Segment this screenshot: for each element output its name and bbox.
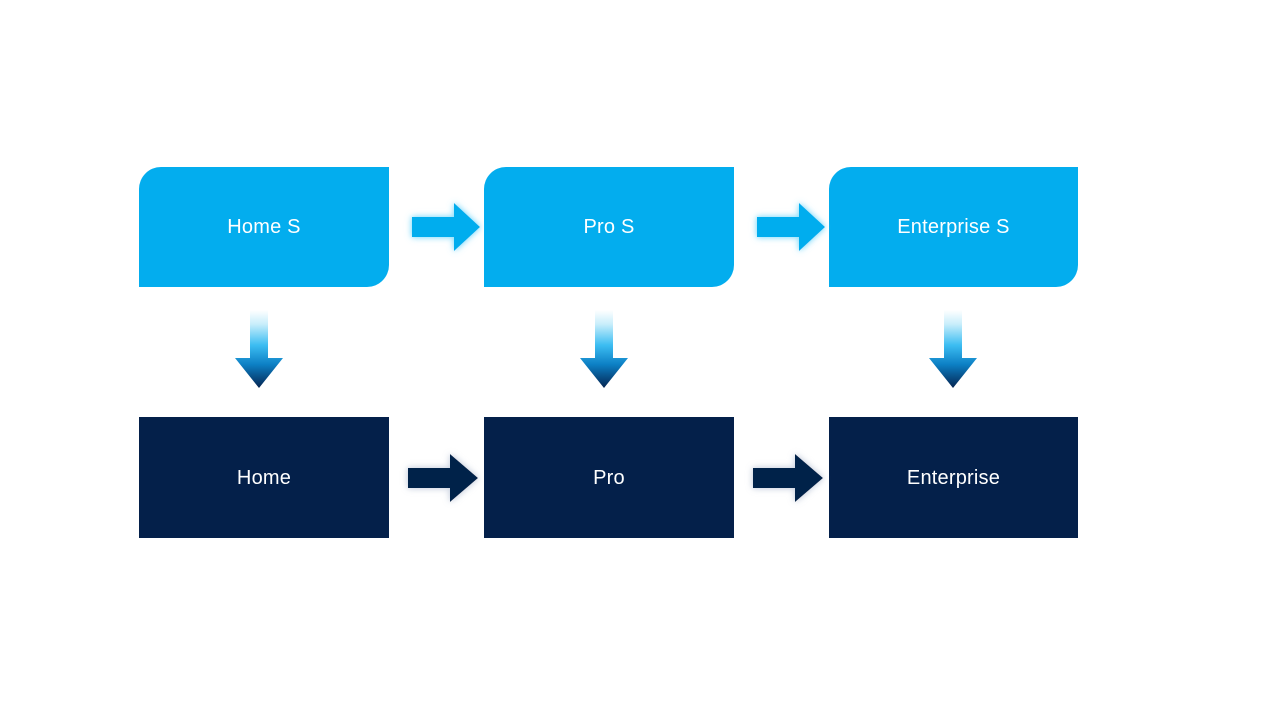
connector-enterprise-s-to-enterprise (925, 306, 981, 392)
node-pro[interactable]: Pro (484, 417, 734, 538)
right-arrow-icon (753, 454, 823, 502)
node-enterprise-s-label: Enterprise S (897, 216, 1010, 238)
connector-home-to-pro (402, 449, 482, 507)
connector-home-s-to-home (231, 306, 287, 392)
down-arrow-icon (580, 310, 628, 388)
connector-pro-to-enterprise (747, 449, 827, 507)
node-home[interactable]: Home (139, 417, 389, 538)
node-home-s-label: Home S (227, 216, 301, 238)
node-enterprise[interactable]: Enterprise (829, 417, 1078, 538)
node-enterprise-label: Enterprise (906, 466, 1001, 489)
connector-pro-s-to-enterprise-s (751, 198, 831, 256)
node-pro-label: Pro (593, 466, 625, 489)
right-arrow-icon (757, 203, 825, 251)
node-pro-s[interactable]: Pro S (484, 167, 734, 287)
connector-home-s-to-pro-s (406, 198, 486, 256)
down-arrow-icon (235, 310, 283, 388)
right-arrow-icon (408, 454, 478, 502)
node-home-label: Home (236, 466, 292, 489)
node-home-s[interactable]: Home S (139, 167, 389, 287)
node-pro-s-label: Pro S (583, 216, 635, 238)
down-arrow-icon (929, 310, 977, 388)
connector-pro-s-to-pro (576, 306, 632, 392)
node-enterprise-s[interactable]: Enterprise S (829, 167, 1078, 287)
right-arrow-icon (412, 203, 480, 251)
